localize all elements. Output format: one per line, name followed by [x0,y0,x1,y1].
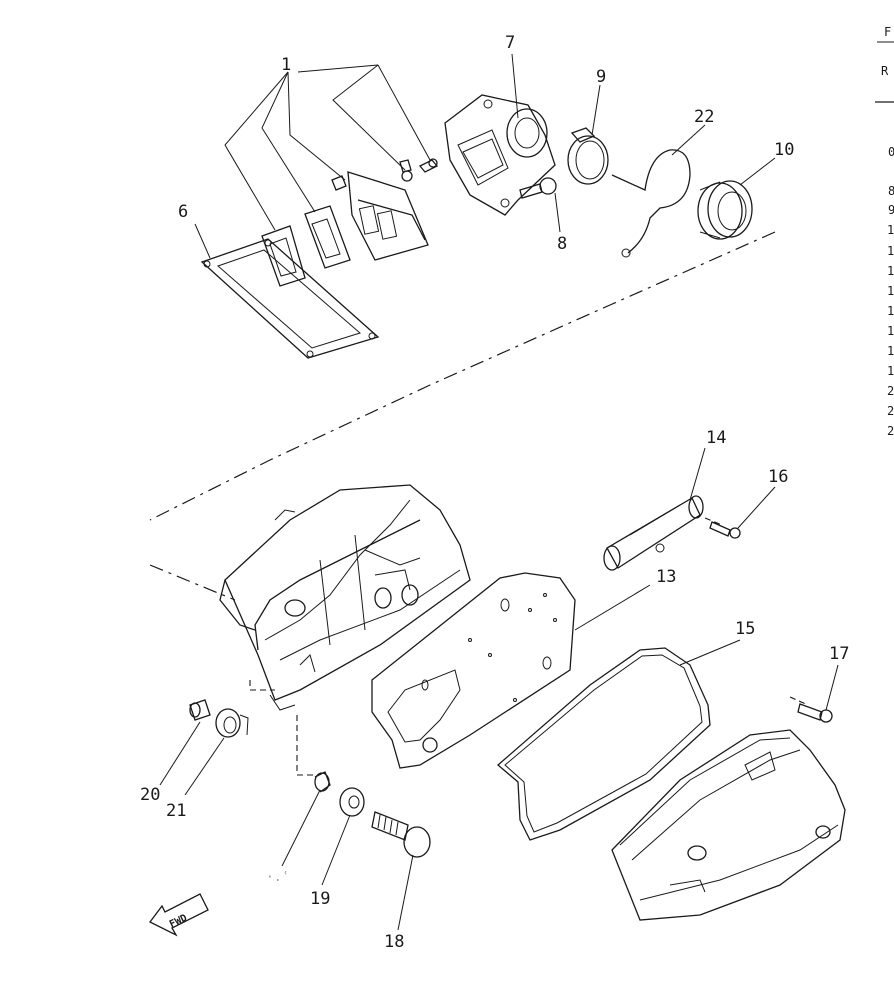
ref-entry-13: 2 [887,424,894,438]
part-collar [314,771,331,793]
part-13-element-plate [371,572,576,769]
part-21-grommet [215,708,249,738]
part-20-bolt [189,699,211,721]
ref-entry-12: 2 [887,404,894,418]
reference-column: F R 0 8 9 1 1 1 1 1 1 1 1 2 2 2 [875,25,894,438]
ref-entry-10: 1 [887,364,894,378]
callout-9: 9 [596,67,606,87]
ref-letter-0: F [884,25,891,39]
callout-18: 18 [384,932,404,952]
part-8-bolt [519,177,557,199]
air-cleaner-case [219,484,471,711]
callout-17: 17 [829,644,849,664]
ref-entry-9: 1 [887,344,894,358]
part-9-clamp [567,127,609,185]
callout-16: 16 [768,467,788,487]
part-14-intake-tube [603,495,704,571]
leader-lines [159,53,839,931]
ref-entry-8: 1 [887,324,894,338]
ref-entry-7: 1 [887,304,894,318]
guide-dashed-line-left [149,564,236,601]
part-1-screws [401,158,439,182]
part-22-spring [611,149,691,258]
callout-6: 6 [178,202,188,222]
part-6-gasket [200,238,380,359]
callout-15: 15 [735,619,755,639]
part-1-reed-valve-block [331,159,429,261]
ref-letter-1: R [881,64,889,78]
part-1-reed-plates [261,205,351,287]
ref-entry-0: 0 [888,145,894,159]
guide-dashed-line-bolt16 [704,517,723,526]
part-18-bolt [371,811,431,858]
fwd-arrow-icon: FWD [149,893,209,937]
guide-dashed-line-bolt20 [249,680,275,691]
air-cleaner-cap [611,729,846,921]
callout-7: 7 [505,33,515,53]
fwd-label: FWD [168,913,189,931]
guide-dashed-line-bolt18 [296,715,318,776]
part-16-screw [709,521,741,539]
guide-dashed-line-upper [149,231,776,521]
ref-entry-11: 2 [887,384,894,398]
guide-dashed-line-bolt17 [789,696,809,706]
ref-entry-3: 1 [887,223,894,237]
callout-8: 8 [557,234,567,254]
callout-1: 1 [281,55,291,75]
ref-entry-5: 1 [887,264,894,278]
callout-10: 10 [774,140,794,160]
callout-13: 13 [656,567,676,587]
callout-22: 22 [694,107,714,127]
callout-14: 14 [706,428,726,448]
callout-faint: ·.ʿ [266,870,289,885]
callout-21: 21 [166,801,186,821]
callout-20: 20 [140,785,160,805]
part-15-seal [497,647,711,841]
ref-entry-2: 9 [888,203,894,217]
part-10-joint [697,180,753,240]
ref-entry-4: 1 [887,244,894,258]
ref-entry-6: 1 [887,284,894,298]
ref-entry-1: 8 [888,184,894,198]
part-7-intake-manifold [444,94,556,216]
part-19-washer [339,787,365,817]
callout-19: 19 [310,889,330,909]
